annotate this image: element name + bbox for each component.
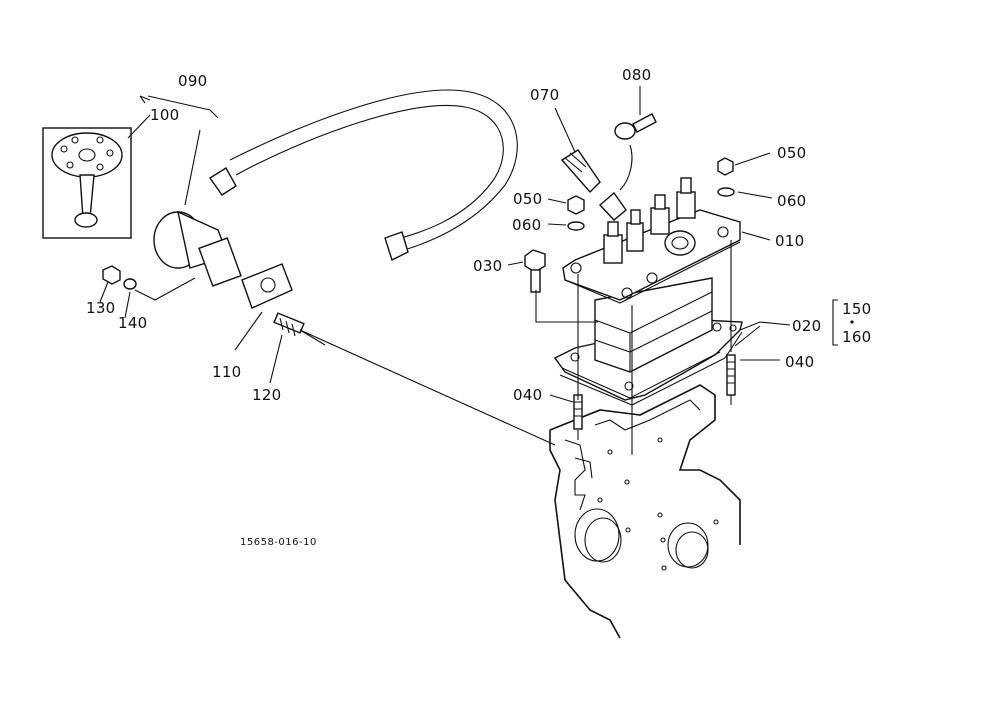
label-070: 070 [530, 86, 560, 104]
label-050-left: 050 [513, 190, 543, 208]
label-040-left: 040 [513, 386, 543, 404]
label-160: 160 [842, 328, 872, 346]
stop-solenoid [102, 210, 305, 337]
label-110: 110 [212, 363, 242, 381]
label-060-right: 060 [777, 192, 807, 210]
label-150: 150 [842, 300, 872, 318]
label-020: 020 [792, 317, 822, 335]
label-040-right: 040 [785, 353, 815, 371]
label-010: 010 [775, 232, 805, 250]
label-030: 030 [473, 257, 503, 275]
label-090: 090 [178, 72, 208, 90]
fittings [524, 113, 735, 293]
engine-block [549, 384, 741, 639]
label-130: 130 [86, 299, 116, 317]
part-labels: 010 020 030 040 040 050 050 060 060 070 … [86, 66, 872, 548]
injection-pump-010 [562, 177, 741, 430]
label-120: 120 [252, 386, 282, 404]
label-050-right: 050 [777, 144, 807, 162]
drawing-code: 15658-016-10 [240, 537, 317, 548]
leader-lines [99, 86, 854, 455]
label-100: 100 [150, 106, 180, 124]
fuel-hose [209, 89, 518, 261]
gasket-detail-100 [42, 127, 132, 239]
label-080: 080 [622, 66, 652, 84]
label-140: 140 [118, 314, 148, 332]
label-060-left: 060 [512, 216, 542, 234]
